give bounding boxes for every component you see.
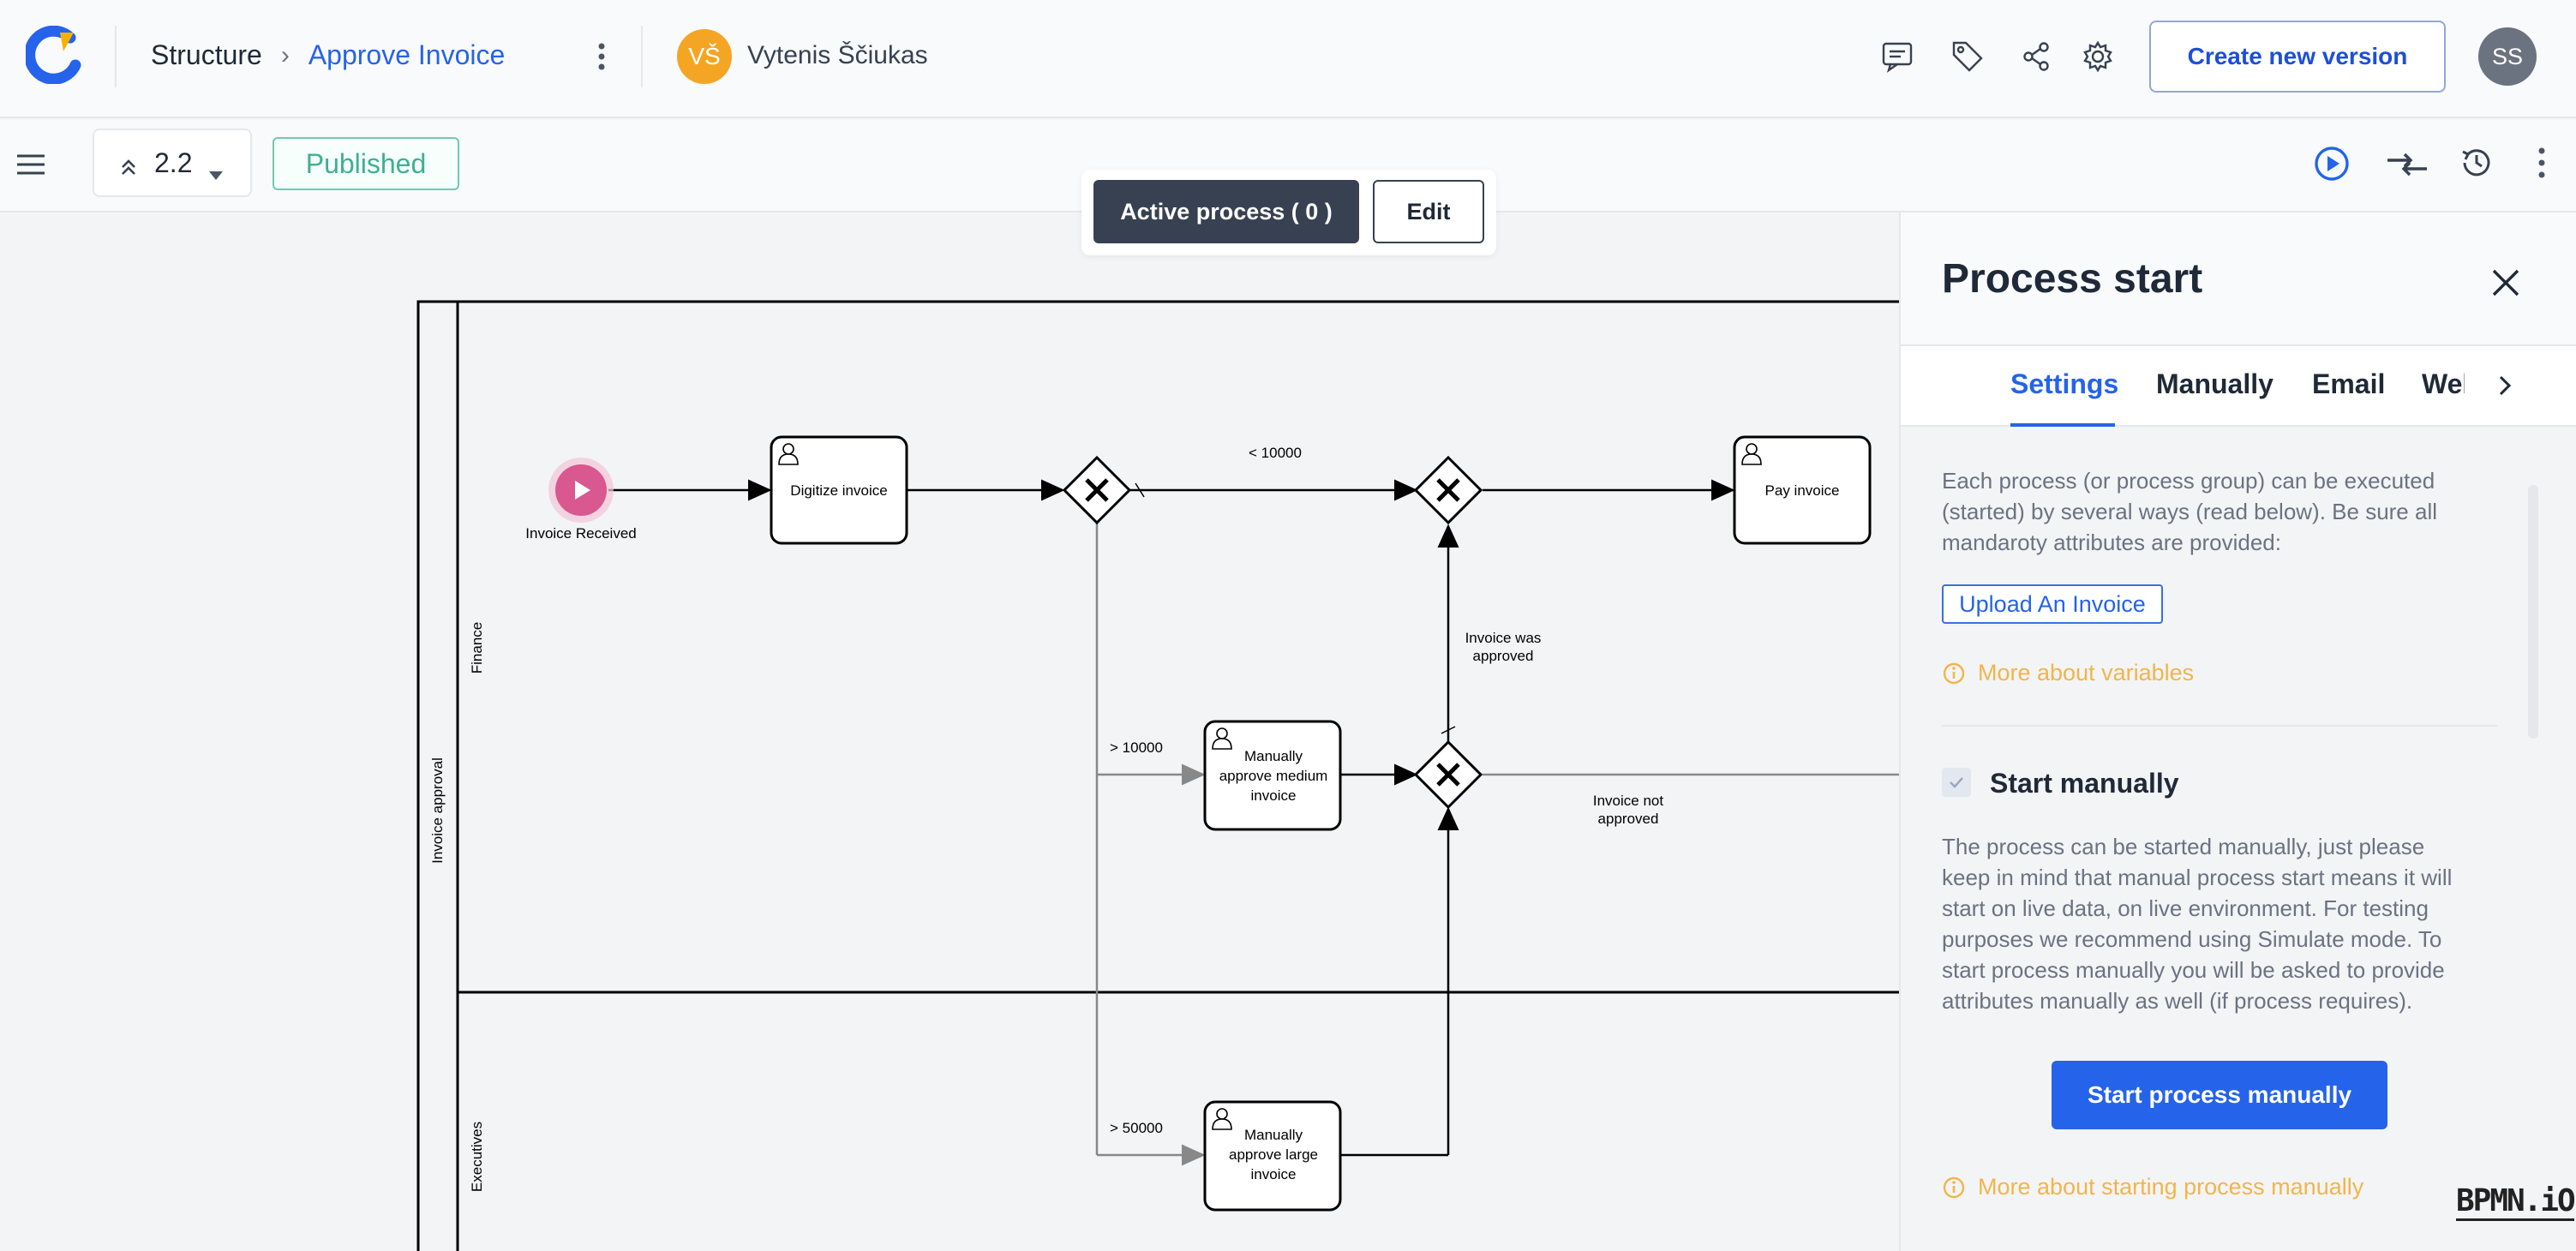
task-label: Digitize invoice — [790, 482, 887, 499]
comment-icon[interactable] — [1878, 38, 1916, 75]
gateway-amount[interactable] — [1062, 455, 1132, 525]
breadcrumb: Structure › Approve Invoice — [151, 39, 505, 71]
more-vertical-icon[interactable] — [595, 41, 608, 75]
history-icon[interactable] — [2458, 144, 2495, 182]
tab-settings[interactable]: Settings — [2010, 368, 2119, 399]
task-label-line2: approve large — [1229, 1146, 1318, 1163]
task-approve-medium[interactable]: Manually approve medium invoice — [1203, 720, 1342, 831]
play-circle-icon[interactable] — [2312, 144, 2351, 183]
flow-label-not-approved-line1: Invoice not — [1593, 793, 1663, 809]
pool-label: Invoice approval — [429, 757, 446, 864]
gear-icon[interactable] — [2081, 39, 2115, 74]
lane-finance-label: Finance — [469, 622, 485, 673]
more-about-variables-link[interactable]: More about variables — [1942, 660, 2194, 686]
task-label: Pay invoice — [1765, 482, 1840, 499]
chevron-right-icon[interactable] — [2495, 374, 2514, 398]
task-label-line3: invoice — [1251, 1166, 1297, 1182]
user-task-icon — [1741, 443, 1762, 465]
flow-label-gt-50000: > 50000 — [1110, 1120, 1163, 1136]
task-pay-invoice[interactable]: Pay invoice — [1733, 435, 1872, 545]
breadcrumb-current[interactable]: Approve Invoice — [308, 39, 506, 70]
process-action-bar: Active process ( 0 ) Edit — [1081, 170, 1496, 255]
task-digitize-invoice[interactable]: Digitize invoice — [770, 435, 908, 545]
status-badge: Published — [273, 137, 459, 190]
tab-email[interactable]: Email — [2312, 368, 2386, 399]
task-approve-large[interactable]: Manually approve large invoice — [1203, 1100, 1342, 1212]
more-vertical-icon[interactable] — [2535, 146, 2549, 180]
breadcrumb-root[interactable]: Structure — [151, 39, 262, 70]
flow-label-approved-line2: approved — [1473, 648, 1534, 664]
hamburger-icon[interactable] — [15, 149, 46, 180]
compare-arrows-icon[interactable] — [2386, 146, 2429, 182]
task-label-line1: Manually — [1244, 1127, 1303, 1143]
more-about-starting-manually-link[interactable]: More about starting process manually — [1942, 1174, 2363, 1200]
create-new-version-button[interactable]: Create new version — [2149, 21, 2446, 93]
caret-down-icon — [207, 157, 225, 180]
user-task-icon — [778, 443, 799, 465]
panel-scrollbar[interactable] — [2528, 485, 2538, 739]
active-tab-underline — [2010, 423, 2115, 427]
bpmn-io-watermark[interactable]: BPMN.iO — [2456, 1184, 2576, 1221]
breadcrumb-separator: › — [280, 40, 290, 69]
flow-label-not-approved-line2: approved — [1598, 811, 1659, 827]
tag-icon[interactable] — [1949, 38, 1986, 75]
user-avatar[interactable]: VŠ — [677, 29, 732, 84]
variable-chip[interactable]: Upload An Invoice — [1942, 584, 2163, 624]
close-icon[interactable] — [2490, 267, 2521, 298]
tab-web[interactable]: Web — [2422, 368, 2465, 399]
version-number: 2.2 — [154, 147, 193, 178]
user-name: Vytenis Ščiukas — [747, 41, 928, 69]
edit-button[interactable]: Edit — [1373, 180, 1484, 243]
sequence-flows — [608, 479, 1899, 1166]
task-label-line1: Manually — [1244, 748, 1303, 764]
panel-intro: Each process (or process group) can be e… — [1942, 468, 2438, 555]
start-process-manually-button[interactable]: Start process manually — [2052, 1061, 2387, 1129]
flow-label-gt-10000: > 10000 — [1110, 739, 1163, 756]
start-event[interactable] — [548, 458, 614, 523]
gateway-merge[interactable] — [1413, 455, 1483, 525]
flow-label-lt-10000: < 10000 — [1249, 445, 1302, 461]
user-task-icon — [1212, 727, 1232, 750]
version-select[interactable]: 2.2 — [93, 129, 252, 197]
task-label-line3: invoice — [1251, 787, 1297, 804]
start-manually-description: The process can be started manually, jus… — [1942, 834, 2453, 1014]
lane-executives-label: Executives — [469, 1122, 485, 1192]
chevrons-up-icon — [118, 153, 139, 175]
tab-manually[interactable]: Manually — [2156, 368, 2273, 399]
start-manually-title: Start manually — [1990, 768, 2179, 799]
account-avatar[interactable]: SS — [2478, 27, 2537, 86]
task-label-line2: approve medium — [1219, 768, 1328, 784]
pool[interactable] — [416, 300, 1899, 1251]
info-icon — [1942, 1176, 1966, 1200]
gateway-approval[interactable] — [1413, 739, 1483, 810]
top-bar: Structure › Approve Invoice VŠ Vytenis Š… — [0, 0, 2576, 118]
start-manually-checkbox[interactable] — [1942, 768, 1971, 797]
flow-label-approved-line1: Invoice was — [1465, 630, 1542, 646]
share-icon[interactable] — [2019, 39, 2053, 74]
info-icon — [1942, 661, 1966, 685]
panel-divider — [1942, 725, 2497, 727]
active-process-button[interactable]: Active process ( 0 ) — [1093, 180, 1359, 243]
diagram-canvas[interactable]: Invoice approval Finance Executives I — [0, 212, 1899, 1251]
panel-title: Process start — [1942, 256, 2203, 302]
user-task-icon — [1212, 1108, 1232, 1130]
app-logo[interactable] — [24, 25, 84, 85]
start-event-label: Invoice Received — [525, 525, 636, 542]
